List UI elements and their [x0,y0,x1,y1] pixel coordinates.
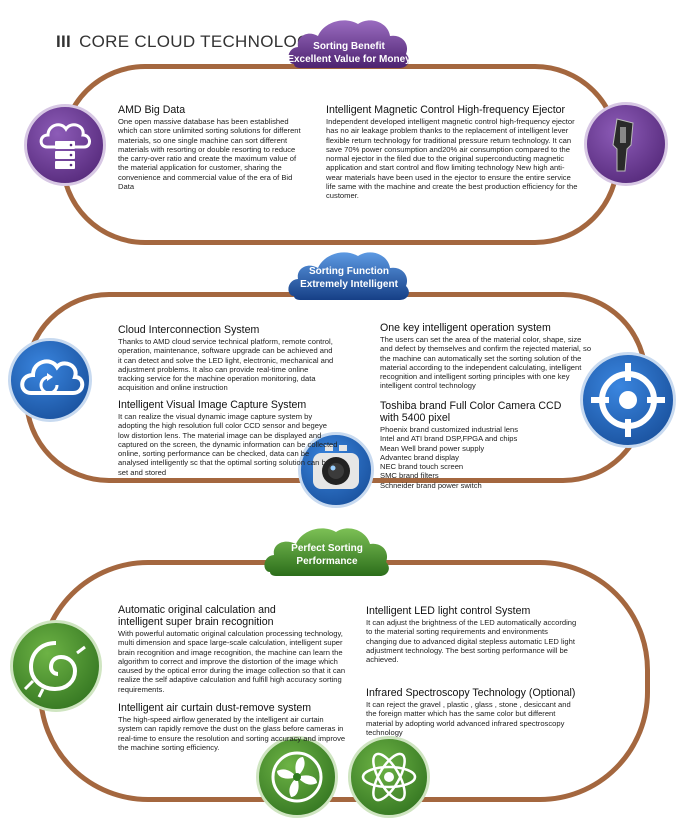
ejector-icon [584,102,668,186]
badge-sorting-benefit: Sorting Benefit Excellent Value for Mone… [286,14,412,76]
badge-text-line1: Sorting Benefit [313,41,385,52]
section-body: The high-speed airflow generated by the … [118,715,346,752]
camera-lens-icon [298,432,374,508]
header-bars: III [56,32,72,51]
badge-text-line2: Excellent Value for Money [287,54,411,65]
badge-text-line2: Extremely Intelligent [300,279,398,290]
section-title: Toshiba brand Full Color Camera CCD [380,400,562,412]
list-item: NEC brand touch screen [380,462,464,472]
badge-sorting-function: Sorting Function Extremely Intelligent [286,246,412,308]
section-title: Intelligent Magnetic Control High-freque… [326,104,566,116]
section-body: Thanks to AMD cloud service technical pl… [118,337,334,393]
atom-icon [348,736,430,818]
section-body: It can realize the visual dynamic image … [118,412,338,477]
list-item: Phoenix brand customized industrial lens [380,425,519,434]
section-body: The users can set the area of the materi… [380,335,592,391]
fan-icon [256,736,338,818]
section-toshiba-ccd: Toshiba brand Full Color Camera CCD with… [380,400,580,490]
cloud-badge-shape [288,20,409,68]
section-title: Automatic original calculation and [118,604,276,616]
section-ejector: Intelligent Magnetic Control High-freque… [326,104,578,201]
section-body: One open massive database has been estab… [118,117,301,192]
list-item: SMC brand filters [380,471,439,481]
list-item: Mean Well brand power supply [380,443,485,453]
cloud-badge-shape [264,528,389,576]
section-air-curtain: Intelligent air curtain dust-remove syst… [118,702,346,752]
section-title: Cloud Interconnection System [118,324,260,336]
badge-text-line2: Performance [296,556,358,567]
cloud-refresh-icon [8,338,92,422]
section-title: with 5400 pixel [380,412,451,424]
section-super-brain: Automatic original calculation and intel… [118,604,350,694]
list-item: Intel and ATI brand DSP,FPGA and chips [380,434,518,444]
section-title: Intelligent Visual Image Capture System [118,399,307,411]
component-list: Phoenix brand customized industrial lens… [380,425,580,490]
section-title: One key intelligent operation system [380,322,551,334]
section-body: It can adjust the brightness of the LED … [366,618,577,665]
section-body: It can reject the gravel , plastic , gla… [366,700,571,737]
list-item: Schneider brand power switch [380,480,482,490]
section-body: With powerful automatic original calcula… [118,629,346,694]
page-title: III CORE CLOUD TECHNOLOGY [56,32,322,52]
badge-perfect-sorting: Perfect Sorting Performance [262,522,392,584]
section-body: Independent developed intelligent magnet… [326,117,578,201]
cloud-server-icon [24,104,106,186]
brain-spiral-icon [10,620,102,712]
section-led-control: Intelligent LED light control System It … [366,605,580,664]
badge-text-line1: Perfect Sorting [291,543,363,554]
section-title: AMD Big Data [118,104,186,116]
header-title: CORE CLOUD TECHNOLOGY [79,32,323,51]
list-item: Advantec brand display [380,452,459,462]
badge-text-line1: Sorting Function [309,266,389,277]
section-amd-big-data: AMD Big Data One open massive database h… [118,104,306,191]
section-title: Intelligent LED light control System [366,605,531,617]
cloud-badge-shape [288,252,409,300]
target-icon [580,352,676,448]
section-title: Infrared Spectroscopy Technology (Option… [366,687,576,699]
section-cloud-interconnection: Cloud Interconnection System Thanks to A… [118,324,336,393]
section-infrared: Infrared Spectroscopy Technology (Option… [366,687,580,737]
section-title: intelligent super brain recognition [118,616,274,628]
section-one-key-operation: One key intelligent operation system The… [380,322,592,391]
section-title: Intelligent air curtain dust-remove syst… [118,702,312,714]
section-visual-capture: Intelligent Visual Image Capture System … [118,399,340,477]
